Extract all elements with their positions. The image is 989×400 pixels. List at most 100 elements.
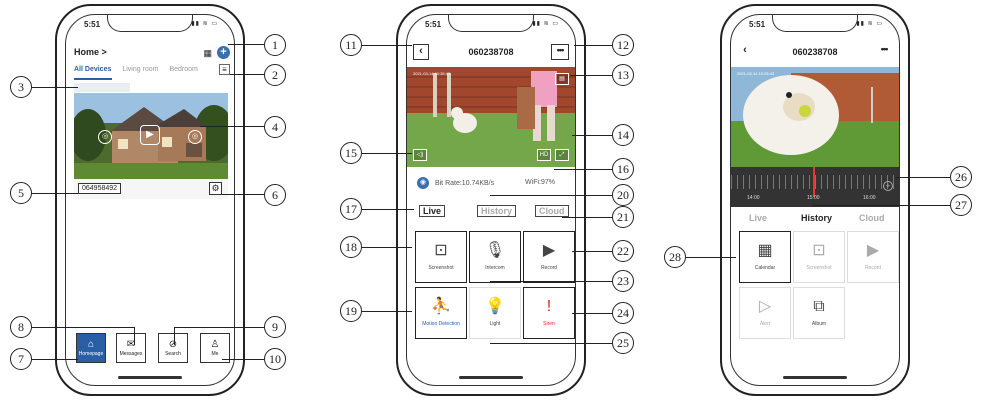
callout-leader [222, 194, 264, 196]
playback-video[interactable]: 2021-03-14 10:35:43 [731, 67, 899, 167]
callout-leader [362, 45, 412, 47]
callout-18: 18 [340, 236, 362, 258]
timeline-cursor[interactable] [813, 167, 815, 197]
callout-leader [362, 153, 412, 155]
play-icon[interactable]: ▶ [140, 125, 160, 145]
camera-frame-icon: ⊡ [434, 242, 448, 259]
house-image [74, 93, 228, 179]
record-button[interactable]: ▶ Record [523, 231, 575, 283]
callout-leader [574, 45, 612, 47]
back-icon[interactable]: ‹ [743, 44, 747, 56]
callout-leader [572, 135, 612, 137]
timeline-label-1: 14:00 [747, 195, 760, 201]
add-device-icon[interactable]: + [217, 46, 230, 59]
intercom-button[interactable]: 🎙 Intercom [469, 231, 521, 283]
siren-button[interactable]: ! Siren [523, 287, 575, 339]
album-icon: ⧉ [813, 298, 825, 315]
phone-live-screen: 5:51 ▮▮ ≋ ▭ ‹ 060238708 ••• [396, 4, 586, 396]
status-time: 5:51 [425, 20, 442, 29]
screenshot-button[interactable]: ⊡ Screenshot [415, 231, 467, 283]
status-icons: ▮▮ ≋ ▭ [191, 21, 218, 27]
tab-living-room[interactable]: Living room [122, 66, 159, 73]
callout-leader [570, 75, 612, 77]
nav-messages[interactable]: ✉ Messages [116, 333, 146, 363]
settings-gear-icon[interactable]: ⚙ [209, 182, 222, 195]
lock-icon: ◉ [417, 177, 429, 189]
video-camera-icon: ▶ [866, 242, 880, 259]
callout-20: 20 [612, 184, 634, 206]
calendar-button[interactable]: ▦ Calendar [739, 231, 791, 283]
forward-icon[interactable]: ◎ [188, 130, 202, 144]
zoom-in-icon[interactable]: + [883, 181, 893, 191]
device-title: 060238708 [468, 47, 514, 57]
callout-leader [32, 359, 78, 361]
calendar-icon: ▦ [757, 242, 773, 259]
more-icon[interactable]: ••• [551, 44, 569, 60]
device-header: ‹ 060238708 ••• [731, 41, 899, 63]
tab-history[interactable]: History [477, 205, 517, 217]
room-tabs: All Devices Living room Bedroom ≡ [74, 64, 230, 80]
back-icon[interactable]: ‹ [413, 44, 429, 60]
callout-22: 22 [612, 240, 634, 262]
callout-leader [490, 195, 612, 197]
callout-13: 13 [612, 64, 634, 86]
nav-homepage[interactable]: ⌂ Homepage [76, 333, 106, 363]
chevron-right-icon: > [101, 47, 107, 57]
tab-live[interactable]: Live [419, 205, 446, 217]
light-button[interactable]: 💡 Light [469, 287, 521, 339]
home-header: Home > ▦ + [66, 43, 234, 63]
alert-button[interactable]: ▷ Alert [739, 287, 791, 339]
callout-leader [362, 247, 412, 249]
tab-live[interactable]: Live [749, 213, 768, 223]
callout-leader [362, 311, 412, 313]
live-video-image [407, 67, 575, 167]
speaker-icon[interactable]: ◁) [413, 149, 427, 161]
callout-leader [230, 74, 264, 76]
motion-detection-button[interactable]: ⛹ Motion Detection [415, 287, 467, 339]
record-button[interactable]: ▶ Record [847, 231, 899, 283]
fullscreen-icon[interactable]: ⤢ [555, 149, 569, 161]
phone-notch [107, 15, 193, 32]
callout-12: 12 [612, 34, 634, 56]
phone-history-screen: 5:51 ▮▮ ≋ ▭ ‹ 060238708 ••• 2021-03-14 1… [720, 4, 910, 396]
mode-tabs: Live History Cloud [731, 213, 899, 229]
menu-icon[interactable]: ≡ [219, 64, 230, 75]
nav-search[interactable]: ⊘ Search [158, 333, 188, 363]
hd-button[interactable]: HD [537, 149, 551, 161]
history-screen: 5:51 ▮▮ ≋ ▭ ‹ 060238708 ••• 2021-03-14 1… [730, 14, 900, 386]
album-button[interactable]: ⧉ Album [793, 287, 845, 339]
callout-4: 4 [264, 116, 286, 138]
tab-cloud[interactable]: Cloud [535, 205, 569, 217]
callout-leader [228, 44, 264, 46]
callout-24: 24 [612, 302, 634, 324]
home-icon: ⌂ [87, 339, 95, 350]
mode-tabs: Live History Cloud [407, 205, 575, 221]
live-screen: 5:51 ▮▮ ≋ ▭ ‹ 060238708 ••• [406, 14, 576, 386]
tab-all-devices[interactable]: All Devices [74, 66, 112, 73]
device-preview-thumbnail[interactable]: ◎ ▶ ◎ [74, 93, 228, 179]
callout-10: 10 [264, 348, 286, 370]
tab-cloud[interactable]: Cloud [859, 213, 885, 223]
callout-6: 6 [264, 184, 286, 206]
screenshot-button[interactable]: ⊡ Screenshot [793, 231, 845, 283]
wifi-text: WiFi:97% [525, 179, 555, 186]
live-video[interactable]: 2021-03-14 10:35:43 ▤ ◁) HD ⤢ [407, 67, 575, 167]
running-person-icon: ⛹ [431, 298, 451, 315]
camera-frame-icon: ⊡ [812, 242, 826, 259]
tab-bedroom[interactable]: Bedroom [169, 66, 198, 73]
sd-card-icon[interactable]: ▤ [555, 73, 569, 85]
play-circle-icon: ▷ [758, 298, 772, 315]
tab-history[interactable]: History [801, 213, 833, 223]
rewind-icon[interactable]: ◎ [98, 130, 112, 144]
timeline-ticks [731, 175, 899, 189]
callout-17: 17 [340, 198, 362, 220]
callout-leader [572, 313, 612, 315]
phone-notch [772, 15, 858, 32]
nav-me[interactable]: ♙ Me [200, 333, 230, 363]
playback-timeline[interactable]: 14:00 15:00 16:00 + [731, 167, 899, 207]
callout-leader [812, 205, 950, 207]
home-selector[interactable]: Home > [74, 47, 107, 57]
playback-video-image [731, 67, 899, 167]
more-icon[interactable]: ••• [880, 44, 888, 54]
grid-view-icon[interactable]: ▦ [203, 48, 212, 58]
